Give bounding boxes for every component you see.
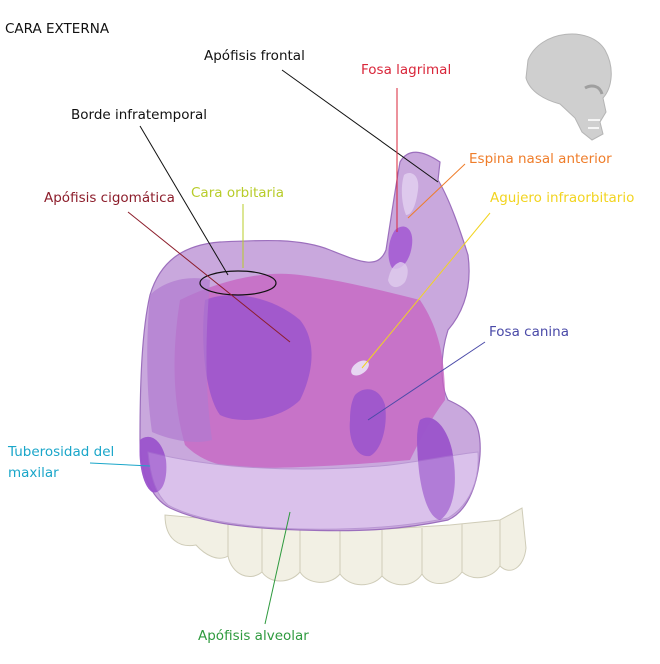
label-espina-nasal-anterior: Espina nasal anterior — [469, 149, 612, 169]
leader-apofisis-frontal — [282, 70, 438, 182]
page-title: CARA EXTERNA — [5, 19, 109, 39]
label-fosa-lagrimal: Fosa lagrimal — [361, 60, 451, 80]
label-cara-orbitaria: Cara orbitaria — [191, 183, 284, 203]
label-agujero-infraorbitario: Agujero infraorbitario — [490, 188, 634, 208]
label-apofisis-frontal: Apófisis frontal — [204, 46, 305, 66]
label-tuberosidad-line1: Tuberosidad del — [8, 442, 114, 462]
label-borde-infratemporal: Borde infratemporal — [71, 105, 207, 125]
label-apofisis-alveolar: Apófisis alveolar — [198, 626, 309, 646]
skull-thumbnail-icon — [526, 34, 611, 140]
label-tuberosidad-line2: maxilar — [8, 463, 59, 483]
label-fosa-canina: Fosa canina — [489, 322, 569, 342]
label-apofisis-cigomatica: Apófisis cigomática — [44, 188, 175, 208]
